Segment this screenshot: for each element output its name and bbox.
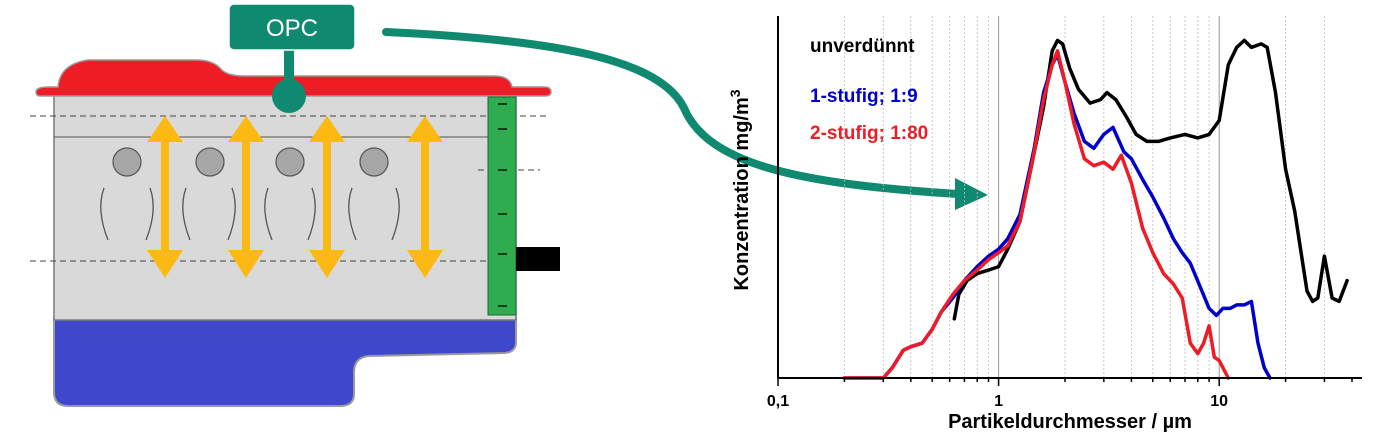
cylinder-1 xyxy=(112,147,142,177)
outlet-pipe xyxy=(516,247,560,271)
cylinder-4 xyxy=(359,147,389,177)
legend-item-unverduennt: unverdünnt xyxy=(810,36,915,57)
machine-body xyxy=(53,93,517,321)
cylinder-2 xyxy=(195,147,225,177)
cylinder-3 xyxy=(275,147,305,177)
x-axis-label: Partikeldurchmesser / µm xyxy=(948,411,1192,433)
flow-curves xyxy=(100,187,400,241)
sump-body xyxy=(53,317,517,407)
chart-grid xyxy=(844,16,1325,378)
x-tick-label: 0,1 xyxy=(767,393,789,410)
opc-sensor: OPC xyxy=(228,3,356,113)
cylinders xyxy=(112,147,389,177)
y-axis-label: Konzentration mg/m3 xyxy=(727,89,753,290)
series-line-1 xyxy=(952,38,1349,321)
machine-diagram: OPC xyxy=(30,3,988,407)
legend-item-1-stufig: 1-stufig; 1:9 xyxy=(810,86,918,107)
double-arrow-icon xyxy=(228,116,264,278)
x-tick-label: 1 xyxy=(994,393,1003,410)
filter-strip xyxy=(487,96,517,316)
y-axis-label-main: Konzentration mg/m xyxy=(731,97,753,290)
series-layer xyxy=(842,38,1349,380)
double-arrow-icon xyxy=(147,116,183,278)
connector-curve xyxy=(382,28,962,198)
opc-probe xyxy=(272,79,306,113)
x-ticks: 0,1 1 10 xyxy=(767,378,1353,410)
legend: unverdünnt 1-stufig; 1:9 2-stufig; 1:80 xyxy=(810,36,928,144)
y-axis-label-sup: 3 xyxy=(727,89,743,97)
opc-box xyxy=(228,3,356,51)
series-line-3 xyxy=(842,49,1231,380)
double-arrow-icon xyxy=(309,116,345,278)
legend-item-2-stufig: 2-stufig; 1:80 xyxy=(810,123,928,144)
double-arrow-icon xyxy=(407,116,443,278)
filter-marks xyxy=(498,103,507,307)
x-tick-label: 10 xyxy=(1210,393,1228,410)
chart: 0,1 1 10 Partikeldurchmesser / µm Konzentr… xyxy=(727,16,1362,433)
connector-arrow xyxy=(382,28,988,210)
airflow-arrows xyxy=(147,116,443,278)
arrowhead-icon xyxy=(955,178,988,210)
opc-stem xyxy=(284,50,294,96)
opc-label: OPC xyxy=(266,15,318,42)
